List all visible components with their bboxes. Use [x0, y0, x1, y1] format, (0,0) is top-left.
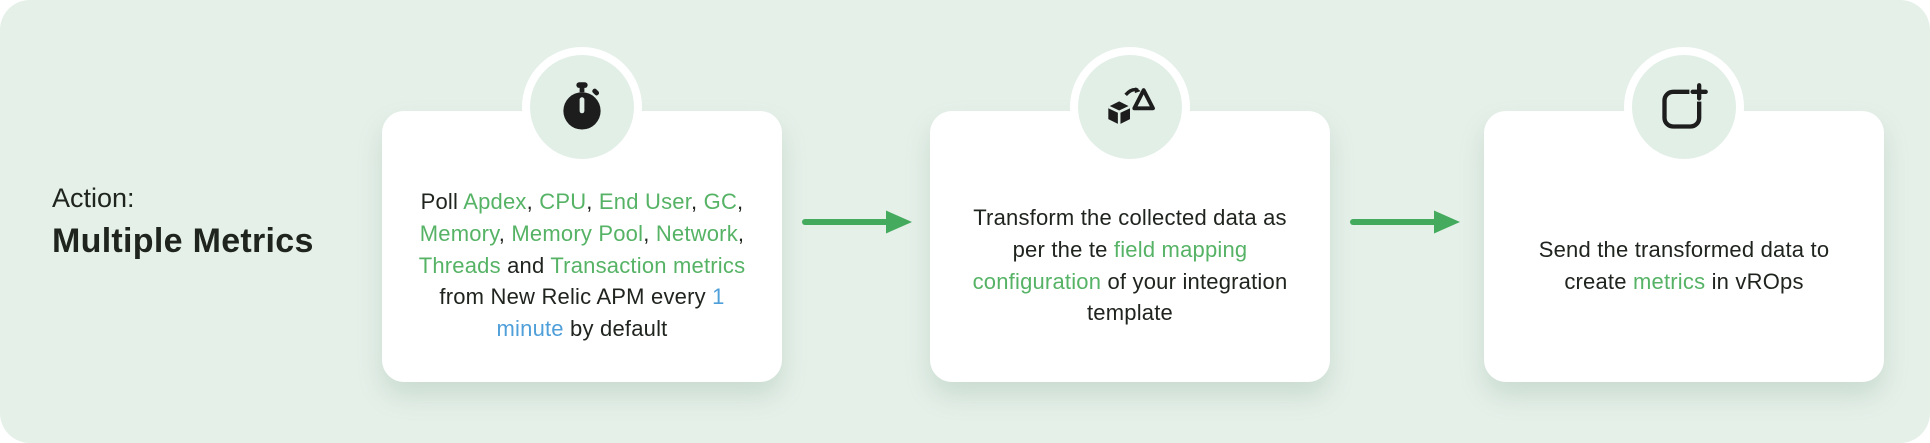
text-segment: by default: [563, 316, 668, 342]
flow-arrow-icon: [1350, 209, 1460, 235]
text-segment: 1 minute: [496, 284, 725, 342]
text-segment: of your integration template: [1087, 268, 1288, 326]
text-segment: in vROps: [1705, 268, 1804, 294]
text-segment: Transaction metrics: [550, 252, 746, 278]
action-title: Multiple Metrics: [52, 221, 314, 260]
step-icon-badge: [1078, 55, 1182, 159]
text-segment: ,: [498, 220, 512, 246]
step-icon-badge: [530, 55, 634, 159]
step-description: Send the transformed data to create metr…: [1510, 234, 1858, 298]
text-segment: Memory Pool: [511, 220, 644, 246]
create-plus-icon: [1658, 81, 1710, 133]
text-segment: ,: [737, 220, 745, 246]
text-segment: End User: [598, 188, 692, 214]
text-segment: ,: [643, 220, 656, 246]
step-card-transform-data: Transform the collected data as per the …: [930, 55, 1330, 382]
text-segment: Transform the collected data as per the …: [973, 204, 1287, 262]
transform-icon: [1104, 81, 1156, 133]
stopwatch-icon: [556, 81, 608, 133]
text-segment: field mapping configuration: [972, 236, 1248, 294]
text-segment: ,: [526, 188, 540, 214]
text-segment: from New Relic APM every: [439, 284, 713, 310]
text-segment: ,: [691, 188, 704, 214]
step-card-poll-metrics: Poll Apdex, CPU, End User, GC, Memory, M…: [382, 55, 782, 382]
step-description: Poll Apdex, CPU, End User, GC, Memory, M…: [408, 186, 756, 345]
text-segment: and: [500, 252, 551, 278]
step-description: Transform the collected data as per the …: [956, 202, 1304, 330]
text-segment: Send the transformed data to create: [1538, 236, 1830, 294]
text-segment: metrics: [1632, 268, 1706, 294]
text-segment: GC: [703, 188, 738, 214]
step-card-send-data: Send the transformed data to create metr…: [1484, 55, 1884, 382]
text-segment: Network: [655, 220, 738, 246]
text-segment: ,: [737, 188, 744, 214]
text-segment: CPU: [539, 188, 587, 214]
text-segment: Threads: [418, 252, 501, 278]
action-label: Action: Multiple Metrics: [52, 183, 314, 261]
text-segment: ,: [586, 188, 599, 214]
step-icon-badge: [1632, 55, 1736, 159]
flow-arrow-icon: [802, 209, 912, 235]
action-prefix: Action:: [52, 182, 135, 213]
text-segment: Memory: [419, 220, 499, 246]
text-segment: Poll: [420, 188, 464, 214]
text-segment: Apdex: [463, 188, 527, 214]
